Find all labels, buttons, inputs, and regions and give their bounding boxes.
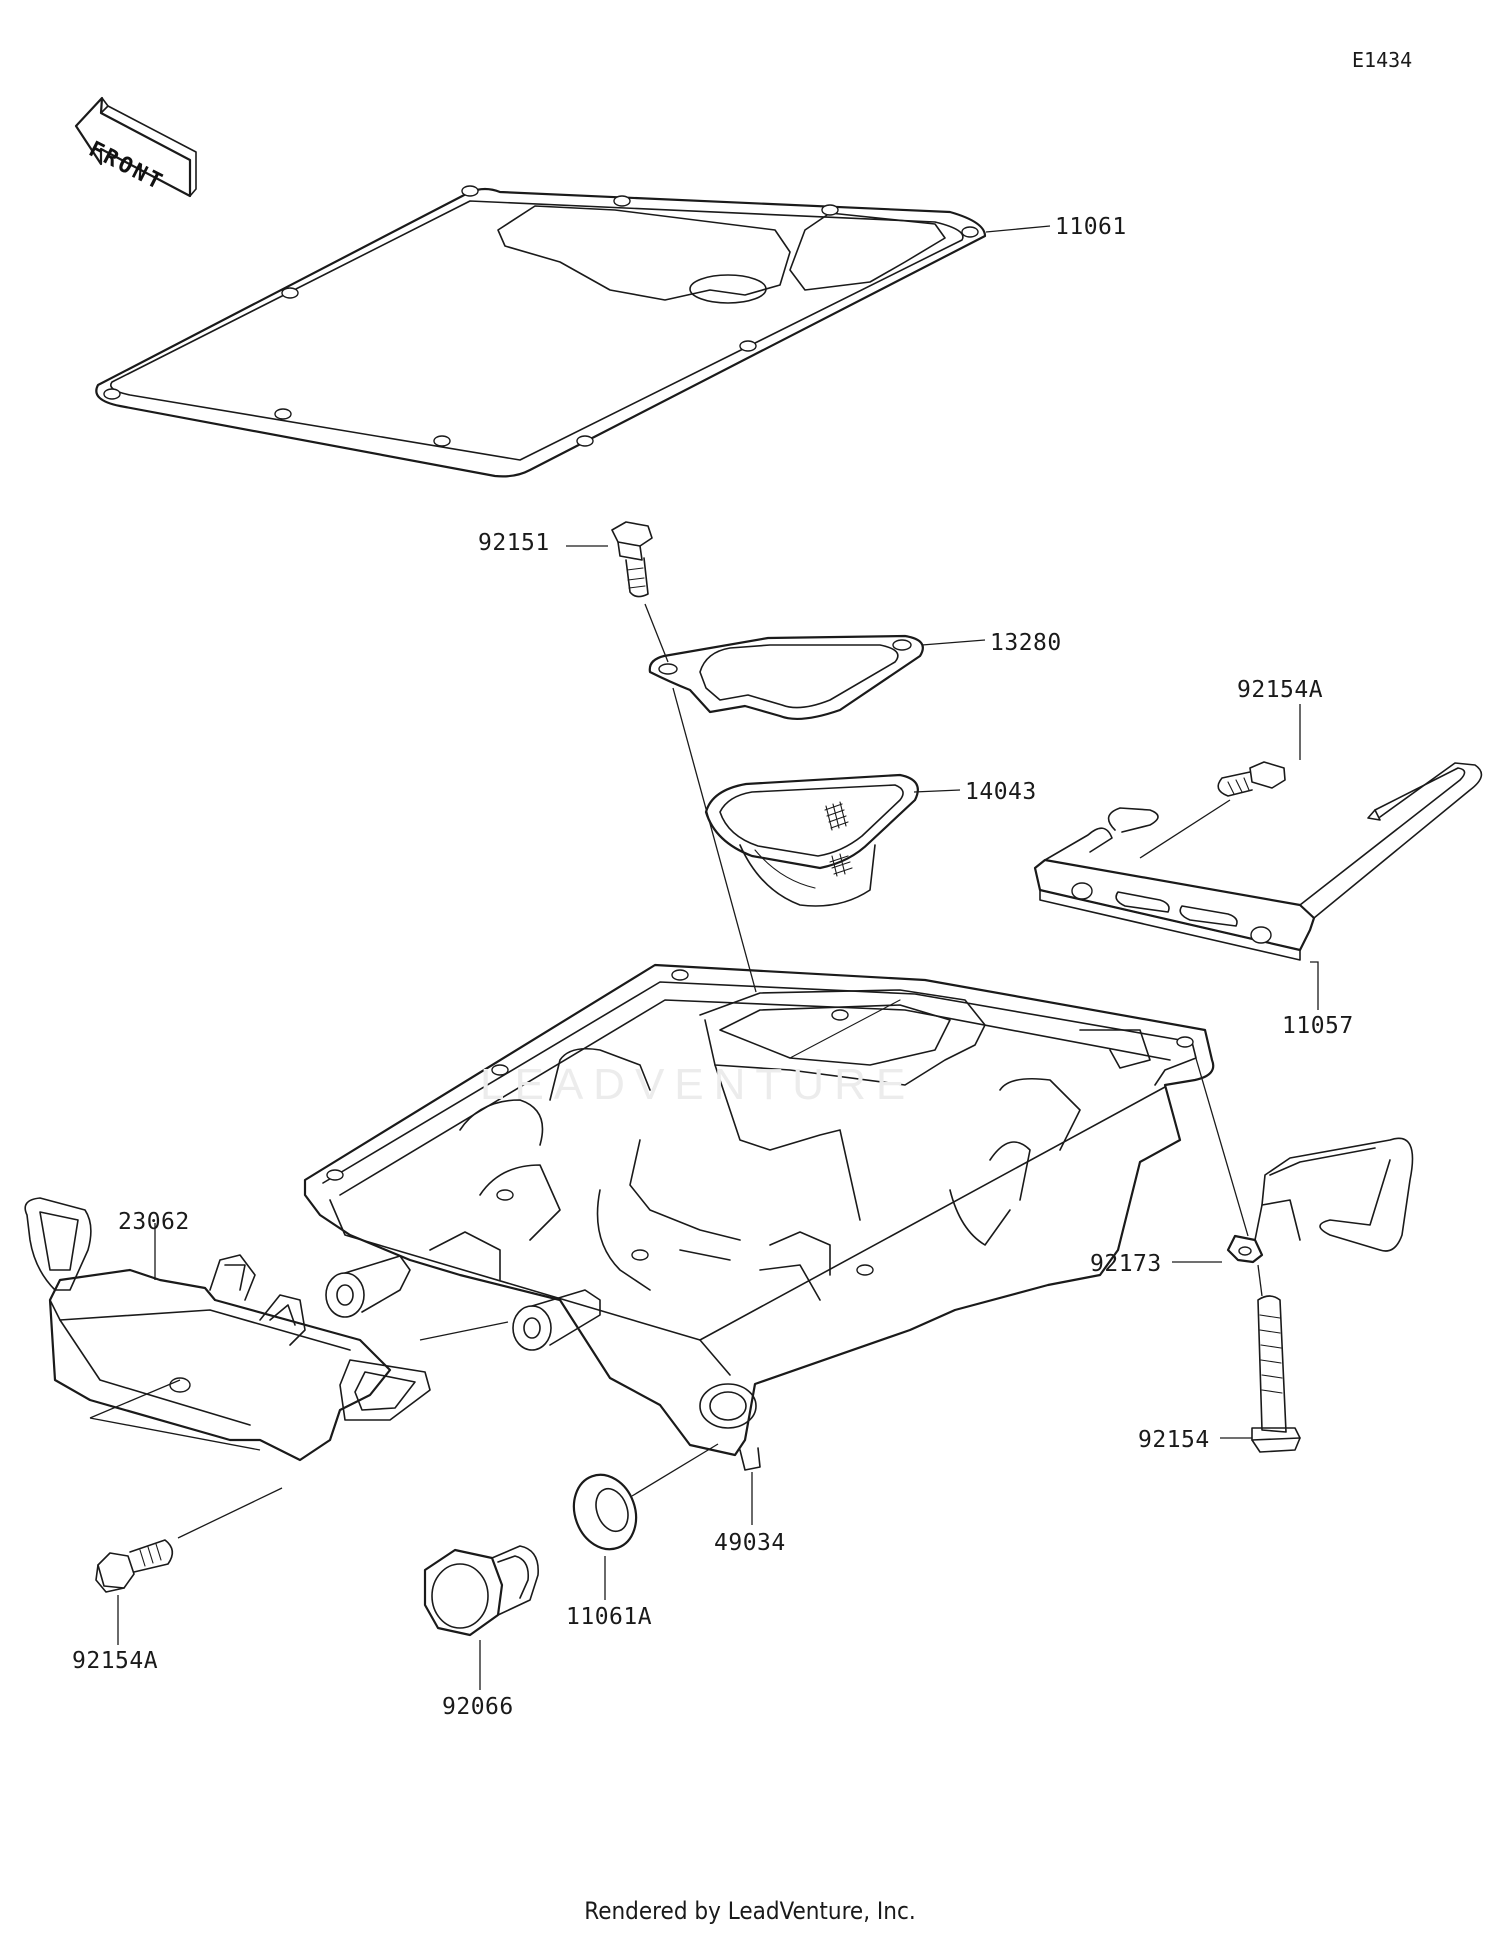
part-label-92154A-top[interactable]: 92154A [1237,677,1324,703]
part-label-11057[interactable]: 11057 [1282,1013,1354,1039]
pan-collars [325,1255,601,1351]
clamp-92173[interactable] [1226,1137,1414,1264]
gasket-11061A[interactable] [564,1466,646,1558]
part-label-92154[interactable]: 92154 [1138,1427,1210,1453]
bolt-92154A-bottom[interactable] [95,1539,174,1593]
part-label-14043[interactable]: 14043 [965,779,1037,805]
oil-strainer-14043[interactable] [704,773,919,907]
watermark: LEADVENTURE [480,1060,916,1109]
oil-pan-49034[interactable] [303,963,1215,1471]
gasket-13280[interactable] [648,634,924,721]
bolt-92151[interactable] [611,521,653,598]
bracket-11057[interactable] [1033,762,1483,961]
part-label-92066[interactable]: 92066 [442,1694,514,1720]
part-label-11061[interactable]: 11061 [1055,214,1127,240]
part-label-92151[interactable]: 92151 [478,530,550,556]
bracket-23062[interactable] [24,1197,431,1462]
front-arrow-icon [74,96,197,198]
part-label-23062[interactable]: 23062 [118,1209,190,1235]
part-label-92173[interactable]: 92173 [1090,1251,1162,1277]
diagram-code: E1434 [1352,48,1413,72]
part-label-11061A[interactable]: 11061A [566,1604,653,1630]
bolt-92154A-top[interactable] [1217,761,1286,797]
part-label-92154A-bottom[interactable]: 92154A [72,1648,159,1674]
plug-92066[interactable] [423,1545,539,1637]
part-label-13280[interactable]: 13280 [990,630,1062,656]
bolt-92154-right[interactable] [1251,1295,1301,1453]
part-label-49034[interactable]: 49034 [714,1530,786,1556]
footer-credit: Rendered by LeadVenture, Inc. [584,1897,916,1925]
upper-gasket-11061[interactable] [95,185,987,478]
